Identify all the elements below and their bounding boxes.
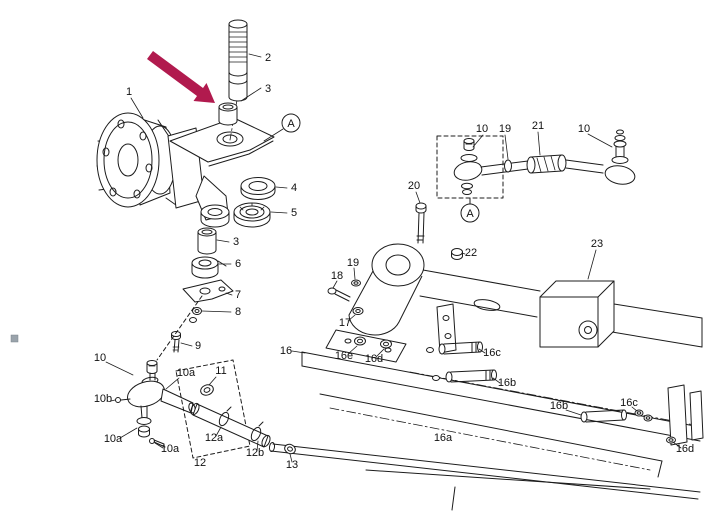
part-callout-22: 22 <box>465 247 477 259</box>
part-callout-10a-mid: 10a <box>104 433 123 445</box>
part-callout-16d-right: 16d <box>676 443 694 455</box>
annotation-arrow <box>147 51 215 103</box>
part-callout-16a: 16a <box>434 432 453 444</box>
detail-marker-letter: A <box>466 208 474 220</box>
detail-marker-circle <box>281 113 301 133</box>
part-callout-16c-left: 16c <box>483 347 501 359</box>
part-callout-2: 2 <box>265 52 271 64</box>
long-tie-rod <box>268 442 701 511</box>
part-callout-3-upper: 3 <box>265 83 271 95</box>
part-callout-10b: 10b <box>94 393 112 405</box>
part-callout-20: 20 <box>408 180 420 192</box>
tie-rod-detail-a <box>436 129 636 205</box>
pivot-nut-22 <box>451 248 463 260</box>
beam-bracket-mid <box>436 303 457 354</box>
detail-marker-circle <box>460 203 480 223</box>
carriage-bolts-right <box>580 409 653 423</box>
part-callout-9: 9 <box>195 340 201 352</box>
pointer-arrow <box>147 51 215 103</box>
part-callout-7: 7 <box>235 289 241 301</box>
part-callout-3-lower: 3 <box>233 236 239 248</box>
part-callout-11: 11 <box>215 365 226 377</box>
part-callout-23: 23 <box>591 238 603 250</box>
washer-8 <box>189 307 202 323</box>
tie-rod-adjuster-group <box>175 359 296 459</box>
tie-rod-end-left <box>115 295 203 448</box>
part-callout-5: 5 <box>291 207 297 219</box>
part-callout-8: 8 <box>235 306 241 318</box>
wheel-hub <box>96 112 177 208</box>
part-callout-16: 16 <box>280 345 292 357</box>
part-callout-12b: 12b <box>246 447 264 459</box>
part-callout-16b-right: 16b <box>550 400 568 412</box>
steering-arm-7 <box>182 279 234 303</box>
part-callout-19-left: 19 <box>347 257 359 269</box>
steering-knuckle <box>157 99 275 228</box>
resize-handle[interactable] <box>10 334 19 343</box>
bolt-9 <box>171 331 181 353</box>
part-callout-12: 12 <box>194 457 206 469</box>
pivot-housing <box>325 243 425 363</box>
gearbox-23 <box>539 280 615 348</box>
part-callout-4: 4 <box>291 182 297 194</box>
pivot-bolt-20 <box>415 202 427 244</box>
carriage-bolts-left <box>426 341 497 383</box>
dust-collar-6 <box>191 256 227 279</box>
bearing-4 <box>240 177 276 200</box>
part-callout-10-left: 10 <box>94 352 106 364</box>
part-callout-12a: 12a <box>205 432 224 444</box>
part-callout-16c-right: 16c <box>620 397 638 409</box>
pivot-fasteners <box>327 279 392 349</box>
part-callout-17: 17 <box>339 317 351 329</box>
bearing-5 <box>233 202 271 228</box>
part-callout-16b-left: 16b <box>498 377 516 389</box>
part-callout-13: 13 <box>286 459 298 471</box>
part-callout-10-box: 10 <box>476 123 488 135</box>
part-callout-6: 6 <box>235 258 241 270</box>
kingpin-shaft <box>228 19 248 102</box>
detail-marker-a-knuckle: A <box>281 113 301 133</box>
part-callout-10a-lower: 10a <box>161 443 180 455</box>
part-callout-1: 1 <box>126 86 132 98</box>
part-callout-16d-left: 16d <box>365 353 383 365</box>
part-callout-21: 21 <box>532 120 544 132</box>
beam-bracket-right <box>666 384 704 446</box>
part-callout-19-box: 19 <box>499 123 511 135</box>
part-callout-16e: 16e <box>335 350 353 362</box>
detail-marker-letter: A <box>287 118 295 130</box>
part-callout-18: 18 <box>331 270 343 282</box>
leader-lines <box>105 53 682 463</box>
part-callout-10a-upper: 10a <box>177 367 196 379</box>
kingpin-bushing-lower <box>197 227 217 255</box>
kingpin-bushing-upper <box>218 102 238 126</box>
part-callout-10-right: 10 <box>578 123 590 135</box>
detail-marker-a-tie-rod: A <box>460 203 480 223</box>
